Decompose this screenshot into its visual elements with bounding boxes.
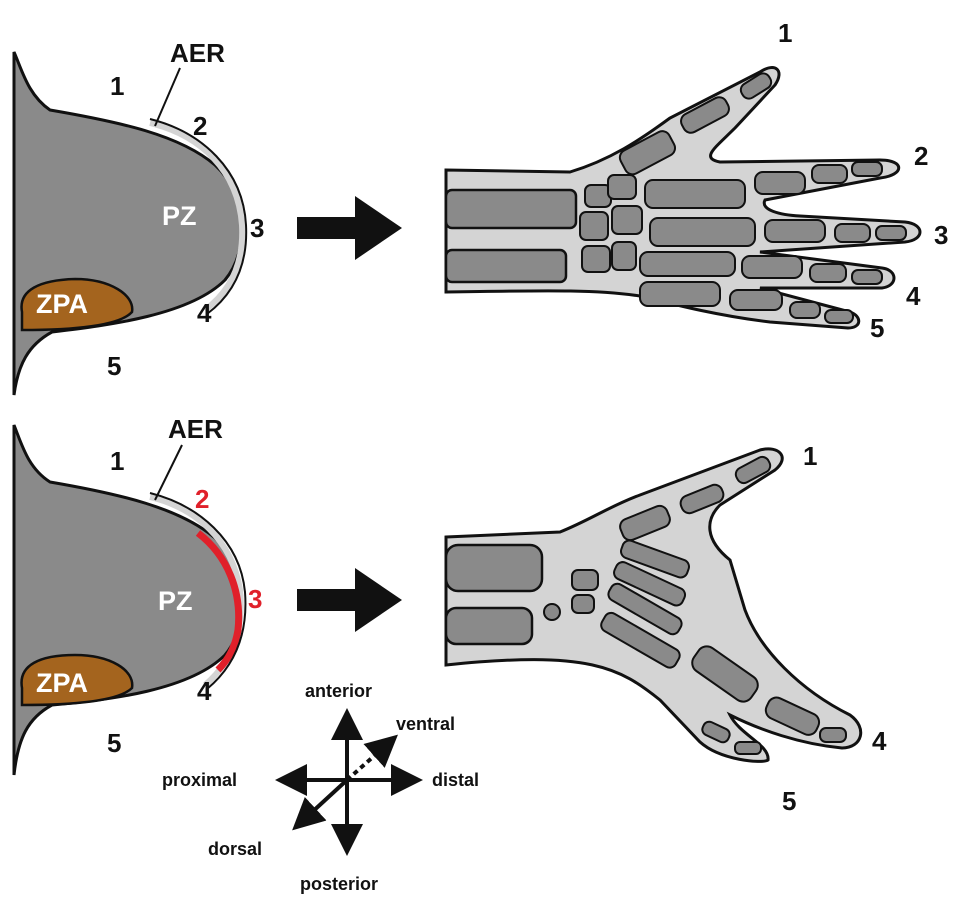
bottom-bud-digit-3: 3	[248, 584, 262, 614]
top-hand-digit-1: 1	[778, 18, 792, 48]
top-bud-digit-4: 4	[197, 298, 212, 328]
axis-dorsal-arrow	[298, 780, 347, 825]
top-radius-bone	[446, 190, 576, 228]
top-carpal-bones	[580, 175, 642, 272]
axis-ventral-arrow	[347, 740, 392, 780]
top-limb-bud: AER PZ ZPA 1 2 3 4 5	[14, 38, 264, 395]
top-bud-digit-1: 1	[110, 71, 124, 101]
bottom-bud-digit-2: 2	[195, 484, 209, 514]
axis-posterior-label: posterior	[300, 874, 378, 894]
top-pz-label: PZ	[162, 201, 197, 231]
axis-distal-label: distal	[432, 770, 479, 790]
bottom-bud-digit-4: 4	[197, 676, 212, 706]
bottom-hand: 1 4 5	[446, 441, 887, 816]
top-bud-digit-2: 2	[193, 111, 207, 141]
axis-ventral-label: ventral	[396, 714, 455, 734]
top-bud-digit-5: 5	[107, 351, 121, 381]
top-ulna-bone	[446, 250, 566, 282]
bottom-hand-digit-4: 4	[872, 726, 887, 756]
bottom-bud-body	[14, 425, 242, 775]
top-aer-label: AER	[170, 38, 225, 68]
top-hand-digit-3: 3	[934, 220, 948, 250]
top-zpa-label: ZPA	[36, 289, 88, 319]
top-bud-body	[14, 52, 242, 395]
axis-anterior-label: anterior	[305, 681, 372, 701]
bottom-aer-pointer	[155, 445, 182, 500]
bottom-zpa-label: ZPA	[36, 668, 88, 698]
top-hand-digit-2: 2	[914, 141, 928, 171]
bottom-development-arrow	[297, 568, 402, 632]
bottom-radius-bone	[446, 545, 542, 591]
axis-proximal-label: proximal	[162, 770, 237, 790]
bottom-pz-label: PZ	[158, 586, 193, 616]
axis-dorsal-label: dorsal	[208, 839, 262, 859]
bottom-aer-label: AER	[168, 414, 223, 444]
top-bud-digit-3: 3	[250, 213, 264, 243]
bottom-bud-digit-5: 5	[107, 728, 121, 758]
bottom-hand-digit-5: 5	[782, 786, 796, 816]
top-hand-digit-4: 4	[906, 281, 921, 311]
top-aer-pointer	[155, 68, 180, 126]
top-hand: 1 2 3 4 5	[446, 18, 948, 343]
bottom-bud-digit-1: 1	[110, 446, 124, 476]
top-hand-digit-5: 5	[870, 313, 884, 343]
axes-compass	[283, 716, 415, 848]
bottom-hand-digit-1: 1	[803, 441, 817, 471]
bottom-ulna-bone	[446, 608, 532, 644]
top-development-arrow	[297, 196, 402, 260]
bottom-limb-bud: AER PZ ZPA 1 2 3 4 5	[14, 414, 262, 775]
